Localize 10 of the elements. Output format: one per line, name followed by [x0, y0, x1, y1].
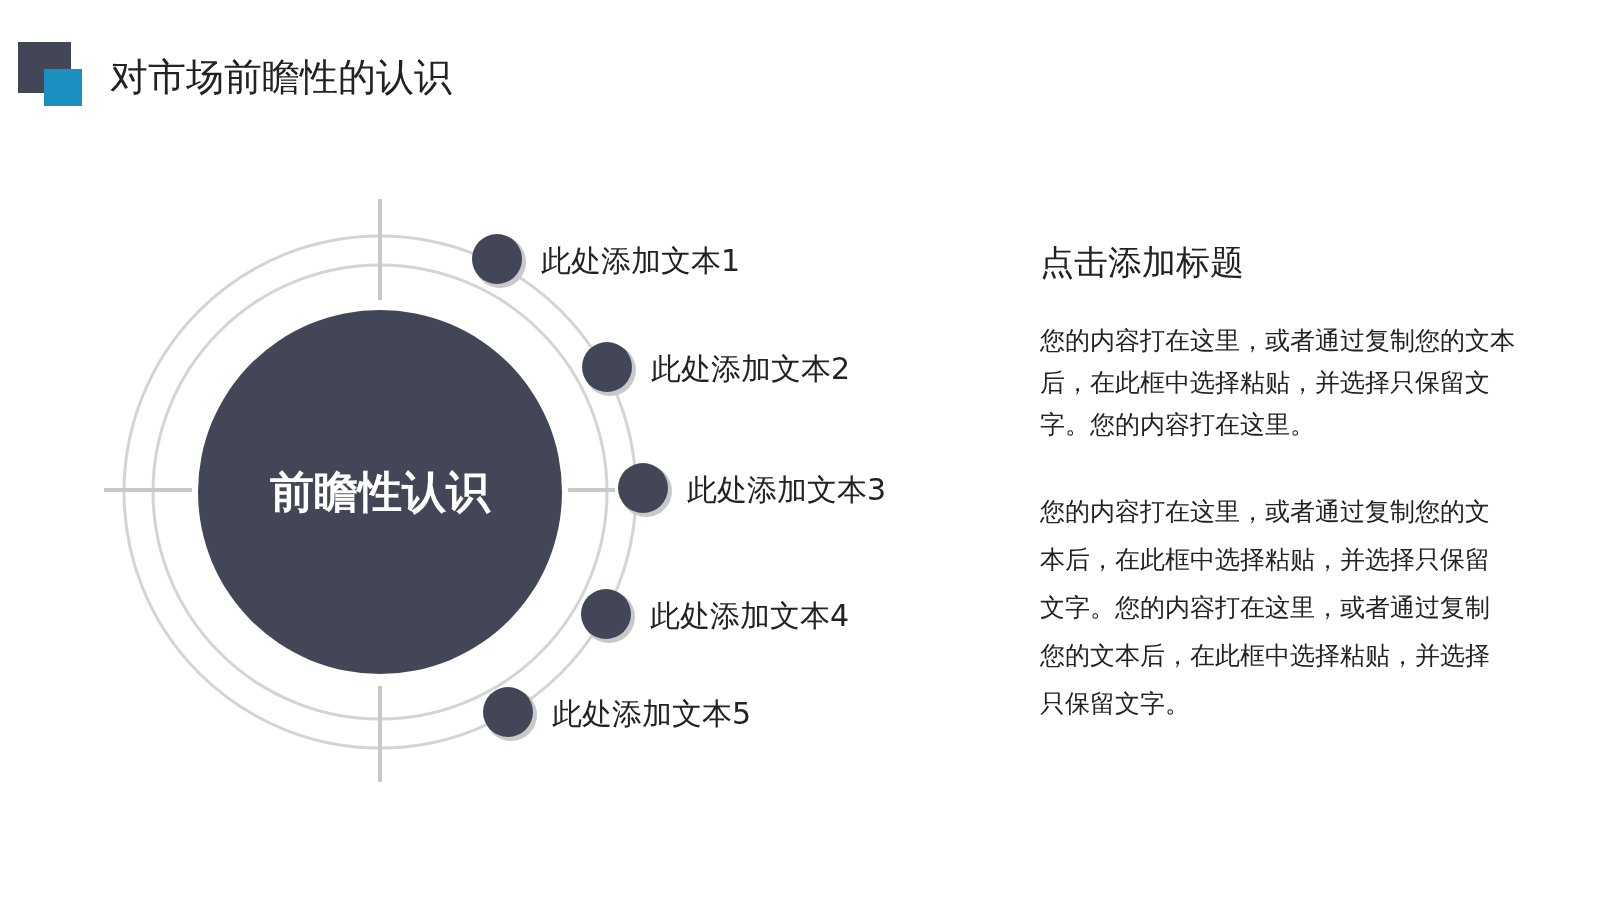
center-circle: 前瞻性认识	[198, 310, 562, 674]
item-label: 此处添加文本4	[650, 596, 850, 635]
item-label: 此处添加文本3	[687, 470, 887, 509]
section-heading: 点击添加标题	[1040, 241, 1244, 284]
item-label: 此处添加文本2	[651, 349, 851, 388]
body-paragraph: 您的内容打在这里，或者通过复制您的文本后，在此框中选择粘贴，并选择只保留文字。您的内容打在这里。	[1040, 325, 1516, 441]
slide-title: 对市场前瞻性的认识	[110, 54, 452, 101]
item-label: 此处添加文本5	[552, 694, 752, 733]
item-label: 此处添加文本1	[541, 241, 741, 280]
body-paragraph: 您的内容打在这里，或者通过复制您的文本后，在此框中选择粘贴，并选择只保留文字。您的内容打在这里，或者通过复制您的文本后，在此框中选择粘贴，并选择只保留文字。	[1040, 496, 1491, 720]
